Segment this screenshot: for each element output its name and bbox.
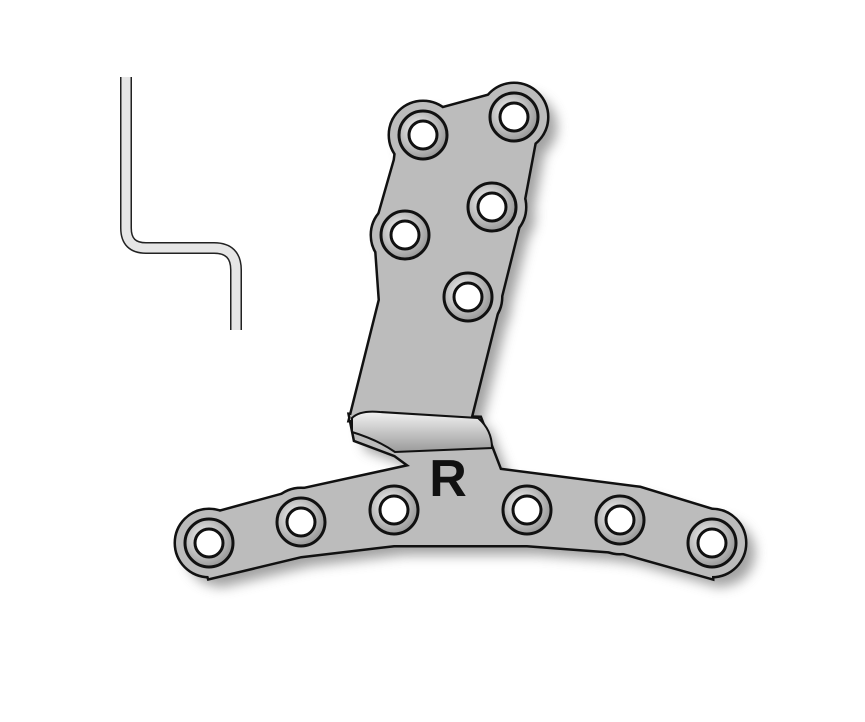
screw-hole (686, 517, 738, 569)
screw-hole (368, 484, 420, 536)
screw-holes (183, 91, 738, 569)
screw-hole (183, 517, 235, 569)
screw-hole (275, 496, 327, 548)
side-label-r: R (429, 450, 467, 508)
screw-hole (442, 271, 494, 323)
screw-hole (397, 109, 449, 161)
screw-hole (501, 484, 553, 536)
plate-profile-view (120, 77, 242, 330)
screw-hole (466, 181, 518, 233)
screw-hole (488, 91, 540, 143)
screw-hole (594, 494, 646, 546)
screw-hole (379, 209, 431, 261)
plate-bend (351, 410, 494, 454)
